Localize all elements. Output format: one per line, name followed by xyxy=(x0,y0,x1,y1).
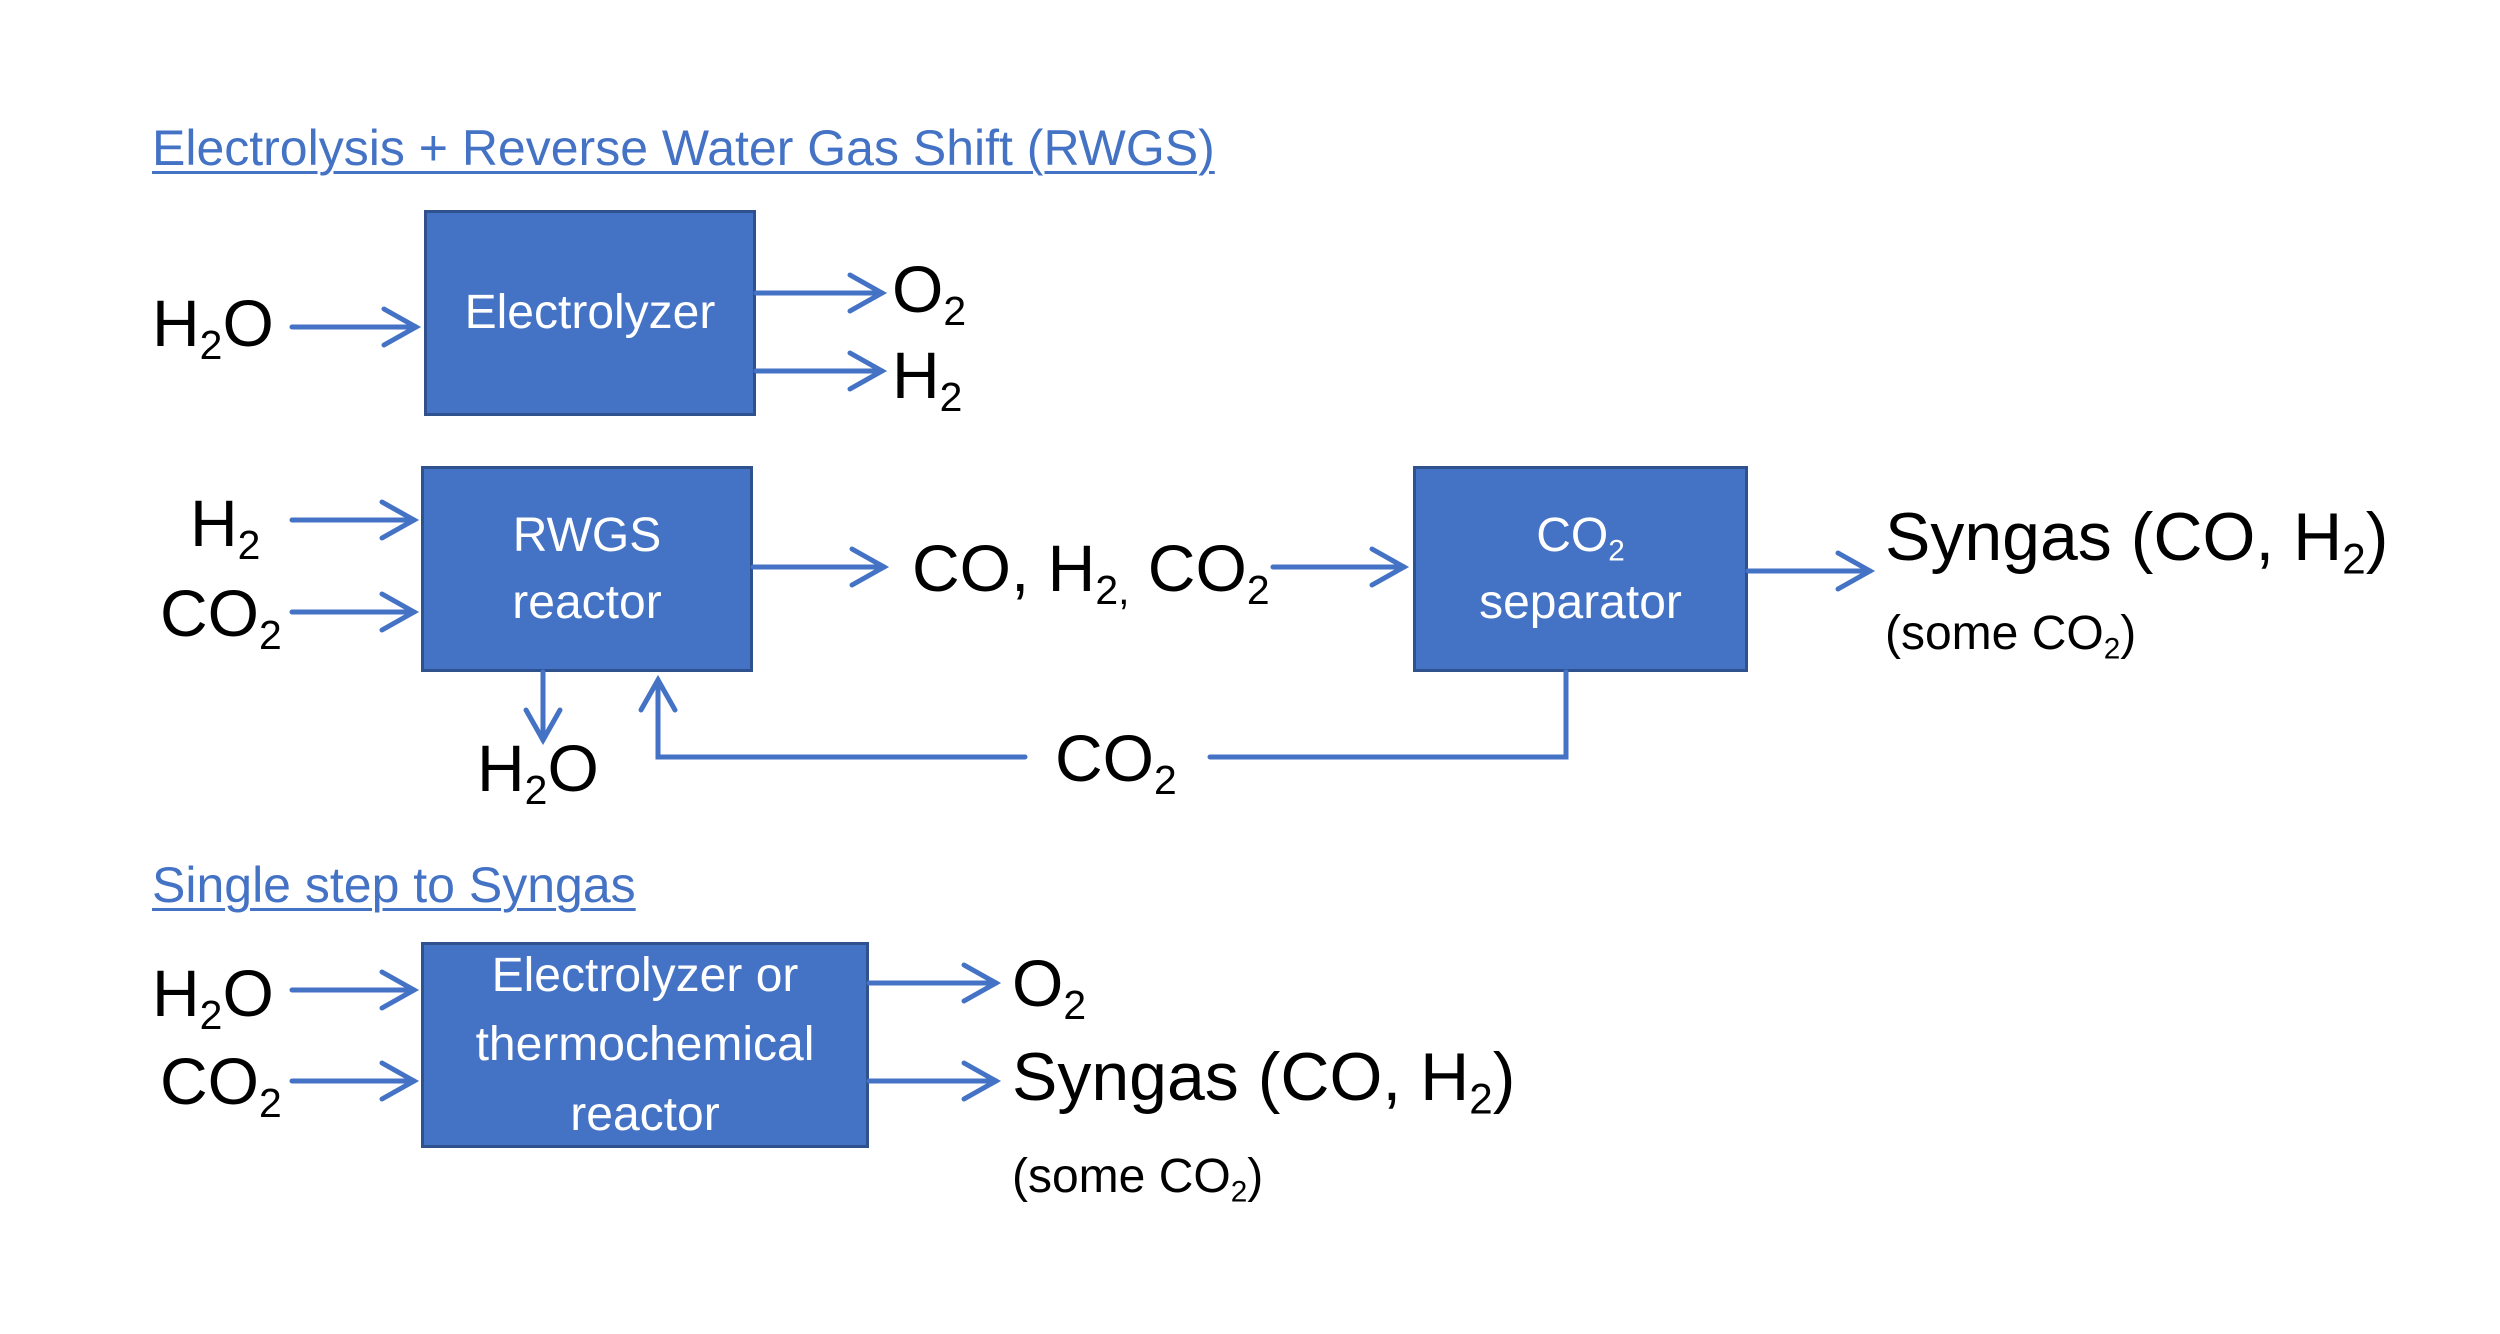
arrow-single-reactor-to-o2 xyxy=(866,962,1002,1004)
formula-part: H xyxy=(152,286,200,360)
formula-part: H xyxy=(152,956,200,1030)
arrow-electrolyzer-to-o2 xyxy=(753,272,888,314)
section-title-electrolysis-rwgs: Electrolysis + Reverse Water Gas Shift (… xyxy=(152,120,1215,176)
formula-subscript: 2, xyxy=(1095,567,1130,614)
formula-subscript: 2 xyxy=(1246,567,1270,614)
formula-part: CO xyxy=(160,576,259,650)
formula-part: CO xyxy=(1129,531,1247,605)
formula-part: O xyxy=(547,731,599,805)
formula-part: O xyxy=(1012,946,1064,1020)
syngas-output-single-label: Syngas (CO, H2) xyxy=(1012,1043,1515,1120)
rwgs-reactor-box: RWGS reactor xyxy=(421,466,753,672)
co2-recycle-label: CO2 xyxy=(1055,725,1177,801)
co2-separator-label-line1: CO2 xyxy=(1536,502,1625,569)
formula-part: ) xyxy=(1492,1039,1516,1115)
formula-subscript: 2 xyxy=(2342,535,2366,583)
h2o-input-single-label: H2O xyxy=(152,960,274,1036)
h2-input-label: H2 xyxy=(190,490,260,566)
formula-part: ) xyxy=(2365,499,2389,575)
formula-subscript: 2 xyxy=(199,322,223,369)
formula-subscript: 2 xyxy=(1230,1175,1248,1209)
co2-separator-subscript: 2 xyxy=(1608,534,1625,568)
formula-part: O xyxy=(892,252,944,326)
formula-subscript: 2 xyxy=(2103,632,2121,666)
co2-separator-box: CO2 separator xyxy=(1413,466,1748,672)
arrow-h2o-to-electrolyzer xyxy=(289,306,422,348)
single-step-reactor-box: Electrolyzer or thermochemical reactor xyxy=(421,942,869,1148)
o2-output-label: O2 xyxy=(892,256,966,332)
co2-input-single-label: CO2 xyxy=(160,1048,282,1124)
formula-subscript: 2 xyxy=(943,288,967,335)
arrow-rwgs-to-h2o xyxy=(523,669,563,746)
arrow-co2-to-rwgs xyxy=(289,591,420,633)
formula-part: ) xyxy=(2120,607,2137,660)
formula-subscript: 2 xyxy=(1063,982,1087,1029)
formula-part: O xyxy=(222,286,274,360)
some-co2-note: (some CO2) xyxy=(1885,607,2137,664)
syngas-output-label: Syngas (CO, H2) xyxy=(1885,503,2388,580)
electrolyzer-box: Electrolyzer xyxy=(424,210,756,416)
formula-part: H xyxy=(892,338,940,412)
formula-subscript: 2 xyxy=(1469,1075,1493,1123)
formula-part: (some CO xyxy=(1885,607,2104,660)
single-reactor-label-line2: thermochemical xyxy=(475,1018,815,1072)
formula-subscript: 2 xyxy=(259,1080,282,1127)
h2-output-label: H2 xyxy=(892,342,962,418)
electrolyzer-label: Electrolyzer xyxy=(464,286,716,340)
h2o-input-label: H2O xyxy=(152,290,274,366)
formula-subscript: 2 xyxy=(1154,757,1177,804)
arrow-h2o-to-single-reactor xyxy=(289,969,420,1011)
formula-part: (some CO xyxy=(1012,1150,1231,1203)
some-co2-single-note: (some CO2) xyxy=(1012,1150,1264,1207)
formula-part: Syngas (CO, H xyxy=(1885,499,2343,575)
formula-subscript: 2 xyxy=(524,767,548,814)
formula-subscript: 2 xyxy=(259,612,282,659)
rwgs-reactor-label-line2: reactor xyxy=(512,576,662,629)
co2-separator-formula: CO xyxy=(1536,508,1609,562)
formula-part: CO xyxy=(1055,721,1154,795)
product-mixture-label: CO, H2, CO2 xyxy=(912,535,1270,611)
formula-subscript: 2 xyxy=(939,374,963,421)
arrow-rwgs-to-mixture xyxy=(750,546,890,588)
formula-part: ) xyxy=(1247,1150,1264,1203)
arrow-co2-to-single-reactor xyxy=(289,1060,420,1102)
h2o-byproduct-label: H2O xyxy=(477,735,599,811)
formula-part: CO xyxy=(160,1044,259,1118)
formula-part: Syngas (CO, H xyxy=(1012,1039,1470,1115)
formula-part: CO, H xyxy=(912,531,1096,605)
o2-output-single-label: O2 xyxy=(1012,950,1086,1026)
arrow-electrolyzer-to-h2 xyxy=(753,350,888,392)
formula-part: H xyxy=(190,486,238,560)
arrow-single-reactor-to-syngas xyxy=(866,1060,1002,1102)
single-reactor-label-line1: Electrolyzer or xyxy=(491,948,799,1002)
arrow-h2-to-rwgs xyxy=(289,499,420,541)
co2-separator-label-line2: separator xyxy=(1479,576,1682,629)
formula-part: H xyxy=(477,731,525,805)
arrow-mixture-to-separator xyxy=(1270,546,1410,588)
co2-input-label: CO2 xyxy=(160,580,282,656)
rwgs-reactor-label-line1: RWGS xyxy=(512,508,662,562)
section-title-single-step: Single step to Syngas xyxy=(152,857,636,913)
single-reactor-label-line3: reactor xyxy=(570,1087,720,1141)
arrow-separator-to-syngas xyxy=(1745,550,1876,592)
formula-subscript: 2 xyxy=(199,992,223,1039)
formula-part: O xyxy=(222,956,274,1030)
arrow-co2-recycle xyxy=(638,669,1569,760)
formula-subscript: 2 xyxy=(237,522,261,569)
